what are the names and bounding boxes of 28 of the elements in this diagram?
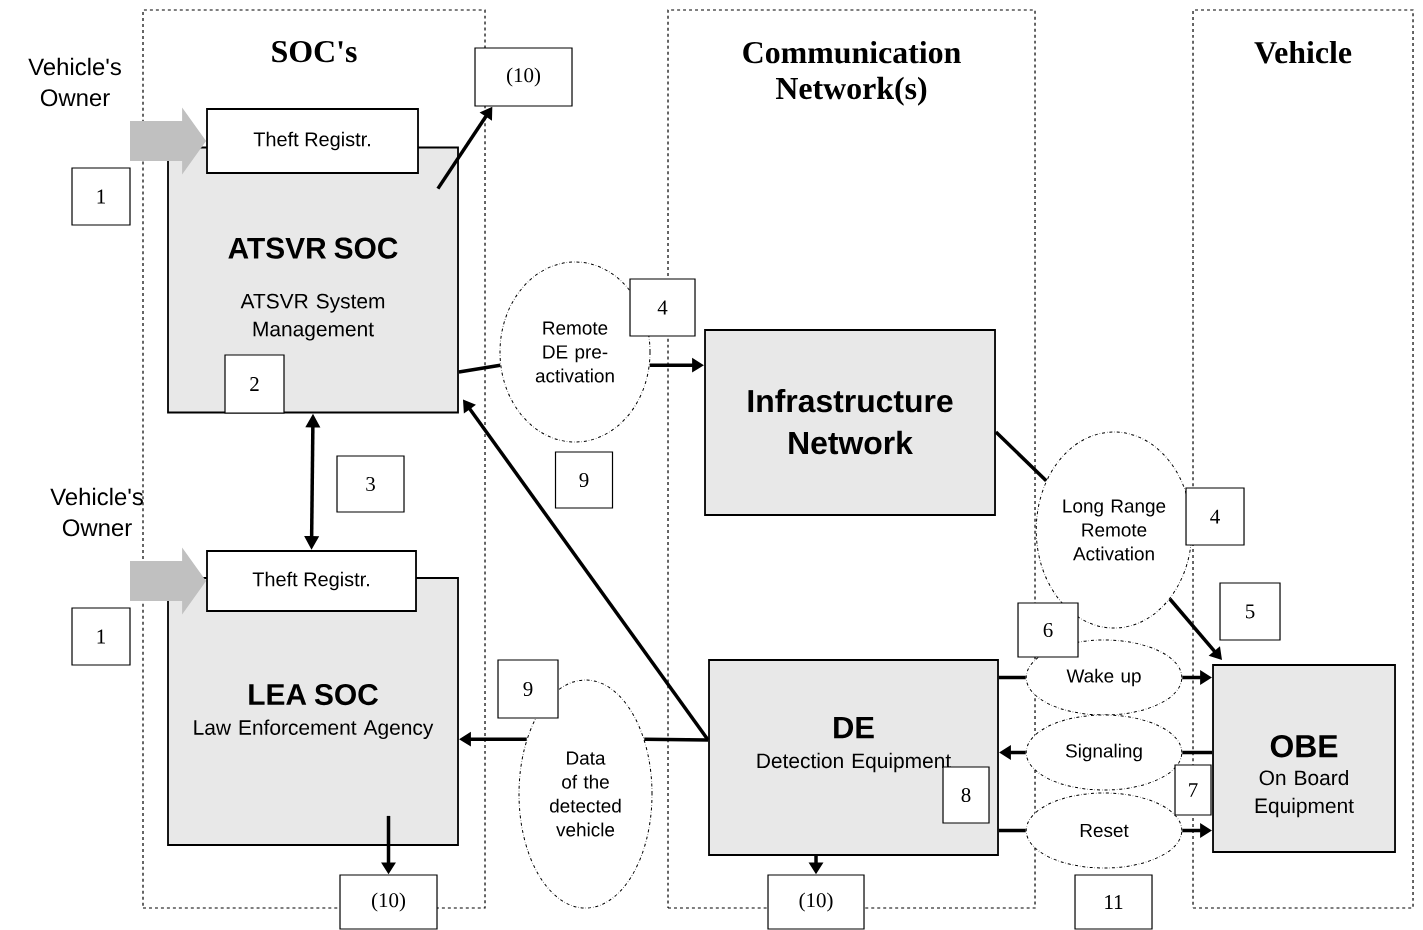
connector xyxy=(998,675,1026,680)
step-number-box: 5 xyxy=(1219,582,1281,641)
process-box: Infrastructure Network xyxy=(704,329,996,516)
step-number-box: (10) xyxy=(339,874,438,930)
step-number-box: (10) xyxy=(474,47,573,107)
step-number-box: 2 xyxy=(224,354,285,414)
actor-label: Vehicle's Owner xyxy=(50,487,143,537)
step-number-box: 4 xyxy=(629,278,696,337)
connector xyxy=(1182,750,1213,755)
actor-label: Vehicle's Owner xyxy=(28,57,121,107)
step-number-box: 6 xyxy=(1017,602,1079,658)
step-number-box: (10) xyxy=(767,874,865,930)
step-number-box: 7 xyxy=(1174,764,1212,816)
step-number-box: 9 xyxy=(497,659,559,719)
process-box: Theft Registr. xyxy=(206,550,417,612)
step-number-box: 11 xyxy=(1074,874,1153,930)
connector xyxy=(994,430,1048,482)
step-number-box: 1 xyxy=(71,167,131,226)
process-box: Theft Registr. xyxy=(206,108,419,174)
connector xyxy=(644,737,709,742)
step-number-box: 9 xyxy=(554,451,614,509)
connector xyxy=(458,363,501,374)
step-number-box: 4 xyxy=(1185,487,1245,546)
process-box: OBE On Board Equipment xyxy=(1212,664,1396,853)
step-number-box: 1 xyxy=(71,607,131,666)
step-number-box: 3 xyxy=(336,455,405,513)
connector xyxy=(998,828,1026,833)
arrow xyxy=(1168,597,1222,660)
